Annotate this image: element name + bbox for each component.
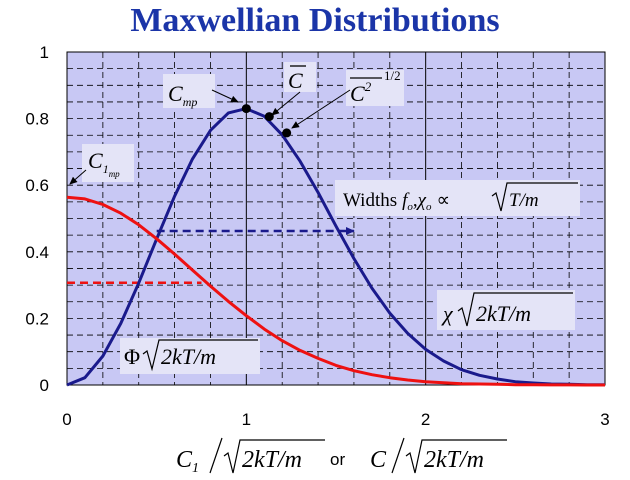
y-tick-label: 0.4 <box>25 243 49 262</box>
x-axis-label: C1 2kT/m or C 2kT/m <box>176 437 507 476</box>
crms-pointer <box>291 89 351 129</box>
crms-label-box <box>346 70 404 106</box>
chi-label: χ <box>441 301 454 326</box>
x-label-c1: C1 <box>176 447 199 476</box>
phi-curve <box>66 195 605 387</box>
x-label-slash-1 <box>209 437 223 474</box>
phi-label-box <box>120 338 260 374</box>
chi-sqrt-arg: 2kT/m <box>476 301 531 326</box>
x-label-arg-1: 2kT/m <box>242 447 302 473</box>
widths-label-box <box>335 180 580 216</box>
widths-sqrt-sign <box>491 182 578 212</box>
y-tick-label: 0.2 <box>25 309 49 328</box>
cbar-annotation: C <box>288 68 303 93</box>
cbar-label-box <box>284 62 316 92</box>
c1mp-annotation: C1mp <box>88 148 120 179</box>
curve-marker-point <box>241 104 251 114</box>
phi-sqrt-sign <box>142 339 258 372</box>
cmp-pointer <box>211 89 239 103</box>
axis-ticks: 0 1 2 3 0 0.2 0.4 0.6 0.8 1 <box>25 43 609 429</box>
c1mp-label-box <box>82 144 134 182</box>
x-tick-label: 3 <box>600 410 609 429</box>
chart-title: Maxwellian Distributions <box>130 2 500 39</box>
x-tick-label: 0 <box>62 410 71 429</box>
c1mp-pointer <box>69 169 87 185</box>
chi-sqrt-sign <box>457 292 573 327</box>
x-label-or: or <box>330 450 345 469</box>
phi-label: Φ <box>124 344 140 369</box>
widths-sqrt-arg: T/m <box>509 190 539 211</box>
y-tick-label: 0.8 <box>25 110 49 129</box>
cmp-label-box <box>163 74 215 108</box>
phi-sqrt-arg: 2kT/m <box>161 344 216 369</box>
x-label-sqrt-2 <box>405 439 507 474</box>
cbar-pointer <box>271 91 301 116</box>
curve-marker-point <box>282 128 292 138</box>
x-tick-label: 2 <box>421 410 430 429</box>
x-label-arg-2: 2kT/m <box>424 447 484 473</box>
crms-exponent: 1/2 <box>384 68 401 83</box>
x-label-slash-2 <box>391 437 405 474</box>
curve-marker-point <box>264 112 274 122</box>
x-label-sqrt-1 <box>223 439 325 474</box>
x-label-c: C <box>370 447 387 473</box>
y-tick-label: 0.6 <box>25 176 49 195</box>
cmp-annotation: Cmp <box>168 81 197 109</box>
x-tick-label: 1 <box>242 410 251 429</box>
crms-annotation: C2 <box>350 79 372 106</box>
y-tick-label: 1 <box>40 43 49 62</box>
y-tick-label: 0 <box>40 376 49 395</box>
